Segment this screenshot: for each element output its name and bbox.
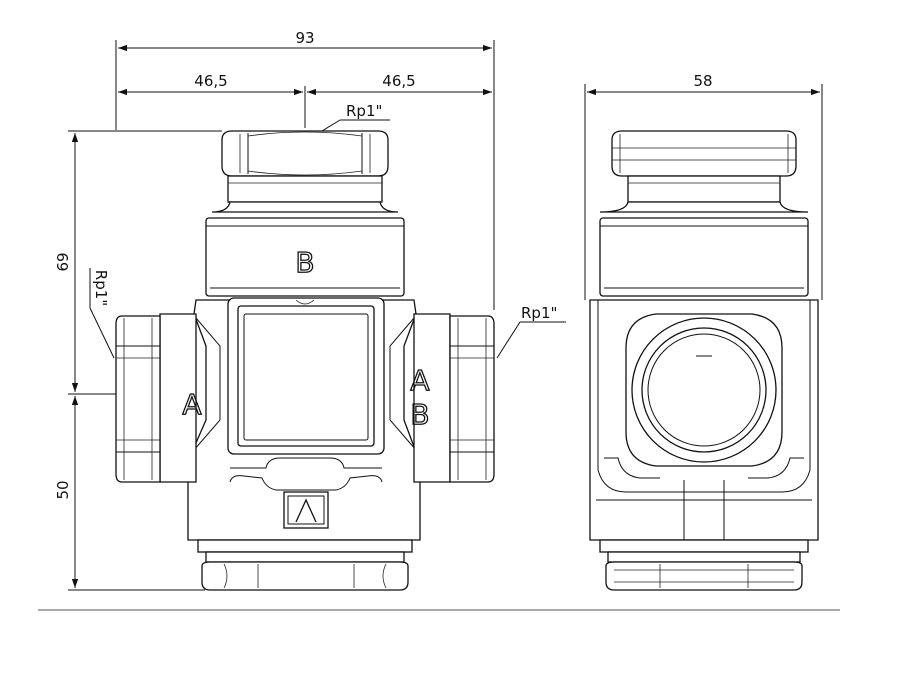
front-view: B — [115, 130, 495, 591]
thread-callout-left: Rp1" — [89, 268, 115, 359]
top-neck — [211, 175, 399, 213]
side-width-label: 58 — [693, 72, 712, 90]
dimension-overall-width: 93 — [115, 29, 495, 310]
valve-body — [187, 297, 421, 591]
port-label-a-right: A — [410, 364, 429, 397]
side-view — [589, 130, 819, 591]
side-base — [599, 539, 809, 591]
top-port-body: B — [205, 217, 405, 297]
overall-width-label: 93 — [295, 29, 314, 47]
half-width-right-label: 46,5 — [382, 72, 415, 90]
right-port: A B — [410, 313, 495, 483]
port-label-a-left: A — [182, 388, 201, 421]
left-port: A — [115, 313, 202, 483]
top-hex-nut — [221, 130, 389, 177]
thread-label-right: Rp1" — [521, 304, 557, 322]
side-port-circle — [625, 313, 783, 467]
side-neck — [599, 175, 809, 297]
dimension-heights: 69 50 — [54, 130, 222, 591]
thread-label-top: Rp1" — [346, 102, 382, 120]
dimension-side-width: 58 — [584, 72, 823, 300]
port-label-b-top: B — [295, 246, 314, 279]
dimension-half-widths: 46,5 46,5 — [118, 72, 492, 128]
port-label-b-right: B — [410, 398, 429, 431]
thread-label-left: Rp1" — [92, 270, 110, 306]
lower-height-label: 50 — [54, 480, 72, 499]
thread-callout-top: Rp1" — [321, 102, 390, 132]
thread-callout-right: Rp1" — [496, 304, 566, 359]
side-top-nut — [611, 130, 797, 177]
upper-height-label: 69 — [54, 252, 72, 271]
half-width-left-label: 46,5 — [194, 72, 227, 90]
